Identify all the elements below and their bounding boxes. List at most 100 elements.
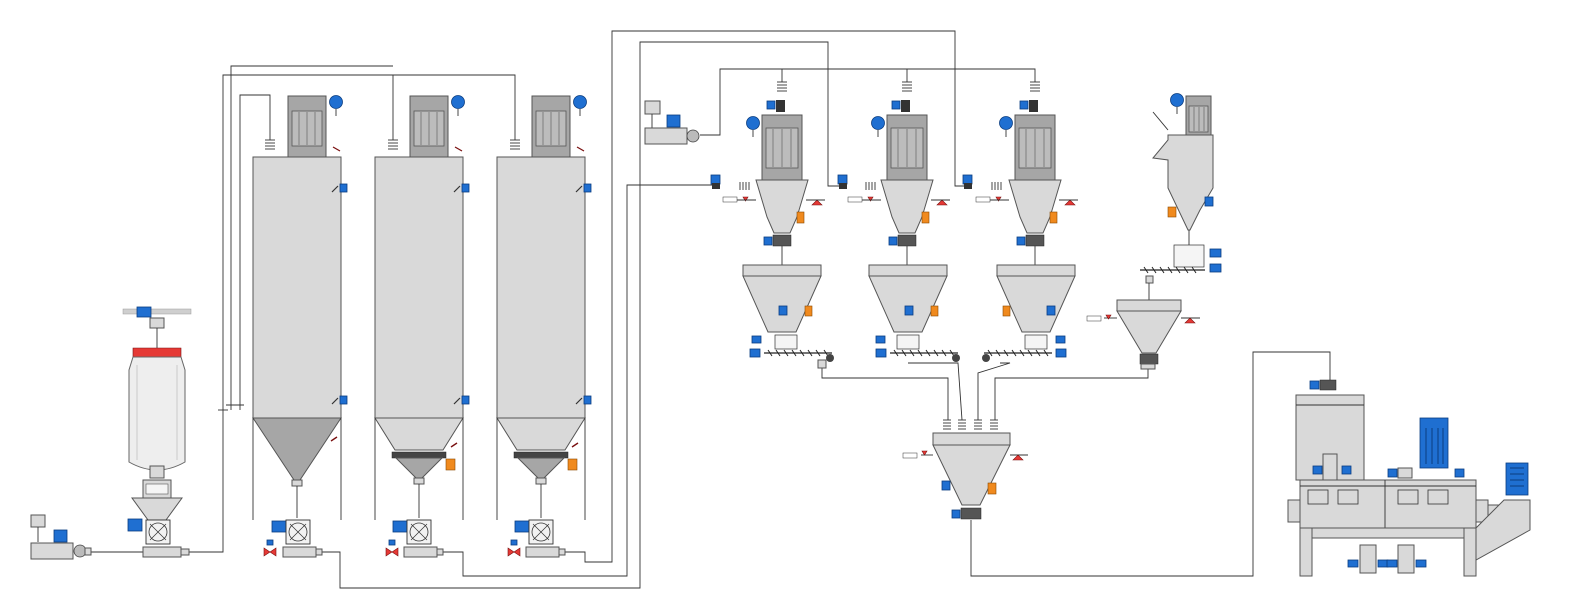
minor-ingredient-hopper (1086, 93, 1222, 370)
level-sensor-icon (796, 211, 805, 224)
level-sensor-icon (339, 395, 348, 405)
silo-cone (252, 417, 342, 481)
screw-conveyor-icon (1143, 266, 1197, 274)
storage-silo-3 (496, 95, 592, 558)
bigbag-motor-icon (127, 518, 143, 532)
triangle-marker-icon (936, 199, 948, 206)
blower-filter-icon (30, 514, 46, 528)
discharger (391, 451, 447, 459)
fan-icon (451, 95, 465, 109)
rotary-valve-icon (1139, 353, 1159, 365)
receiver-cone (755, 179, 809, 234)
receiver-3 (962, 81, 1078, 265)
pipeline-blower2 (700, 68, 1036, 136)
big-bag (128, 356, 186, 471)
pipeline-to-mixer (970, 351, 1331, 577)
pipelines (90, 30, 1331, 589)
motor-icon (1419, 417, 1449, 469)
hoist-motor-icon (136, 306, 152, 318)
triangle-marker-icon (1064, 199, 1076, 206)
storage-silo-1 (252, 95, 348, 558)
storage-silo-2 (374, 95, 470, 558)
level-sensor-icon (461, 183, 470, 193)
rotary-valve-icon (772, 234, 792, 247)
valve-actuator-icon (1019, 100, 1029, 110)
fan-icon (573, 95, 587, 109)
weigh-hopper-cone (742, 275, 822, 333)
minor-weigh-hopper (1116, 310, 1182, 354)
fan-icon (1170, 93, 1184, 107)
level-sensor-icon (987, 482, 997, 495)
weigh-hopper-1 (742, 264, 834, 369)
fan-icon (871, 116, 885, 130)
weigh-hopper-2 (868, 264, 960, 362)
bigbag-frame (132, 347, 182, 358)
blower-motor-icon (666, 114, 681, 128)
blower-motor-icon (53, 529, 68, 543)
weigh-hopper-cone (996, 275, 1076, 333)
fan-icon (329, 95, 343, 109)
level-sensor-icon (930, 305, 939, 317)
collecting-hopper (902, 419, 1028, 520)
level-sensor-icon (583, 183, 592, 193)
blower-icon (30, 542, 74, 560)
pipeline-silo1-fill (239, 94, 271, 405)
rotary-valve-motor-icon (392, 520, 408, 533)
bigbag-hopper (131, 497, 183, 521)
pipeline-silo2-out (441, 184, 712, 577)
discharger (513, 451, 569, 459)
valve-actuator-icon (891, 100, 901, 110)
pipeline-silo3-fill (231, 74, 516, 140)
blower-2 (644, 100, 700, 145)
pipeline-silo1-out (320, 41, 846, 589)
level-sensor-icon (804, 305, 813, 317)
blower-filter-icon (644, 100, 661, 115)
rotary-valve-icon (960, 507, 982, 520)
pipeline-vent-a (230, 65, 393, 405)
receiver-cone (1008, 179, 1062, 234)
weigh-hopper-3 (982, 264, 1076, 362)
motor-icon (1505, 462, 1529, 496)
valve-actuator-icon (766, 100, 776, 110)
level-sensor-icon (461, 395, 470, 405)
fan-icon (999, 116, 1013, 130)
big-bag-station (122, 306, 192, 558)
level-sensor-icon (583, 395, 592, 405)
fill-nozzle (265, 139, 275, 150)
fan-icon (746, 116, 760, 130)
dump-station-hopper (1152, 134, 1214, 231)
rotary-valve-motor-icon (271, 520, 287, 533)
blower-icon (644, 127, 688, 145)
level-sensor-icon (1002, 305, 1011, 317)
rotary-valve-icon (1025, 234, 1045, 247)
collecting-hopper-cone (932, 444, 1011, 506)
blower-1 (30, 514, 92, 560)
screw-conveyor-icon (987, 349, 1049, 357)
vibrator-icon (445, 458, 456, 471)
screw-conveyor-icon (767, 349, 829, 357)
valve-icon (385, 547, 399, 557)
rotary-valve-icon (897, 234, 917, 247)
pipeline-bigbag (90, 410, 224, 553)
level-sensor-icon (339, 183, 348, 193)
triangle-marker-icon (1184, 317, 1196, 324)
level-sensor-icon (1049, 211, 1058, 224)
receiver-2 (837, 81, 950, 265)
valve-icon (507, 547, 521, 557)
drive-base (1475, 499, 1531, 561)
valve-icon (263, 547, 277, 557)
pipeline-silo3-out (563, 30, 968, 563)
level-sensor-icon (1167, 206, 1177, 218)
silo-cone (374, 417, 464, 451)
receiver-1 (710, 81, 825, 265)
rotary-valve-icon (1319, 379, 1337, 391)
pipeline-minor (994, 368, 1149, 420)
mixer (1287, 379, 1531, 577)
silo-body (374, 156, 464, 419)
level-sensor-icon (921, 211, 930, 224)
receiver-cone (880, 179, 934, 234)
vibrator-icon (567, 458, 578, 471)
weigh-hopper-cone (868, 275, 948, 333)
pipeline-wh1 (821, 368, 949, 420)
